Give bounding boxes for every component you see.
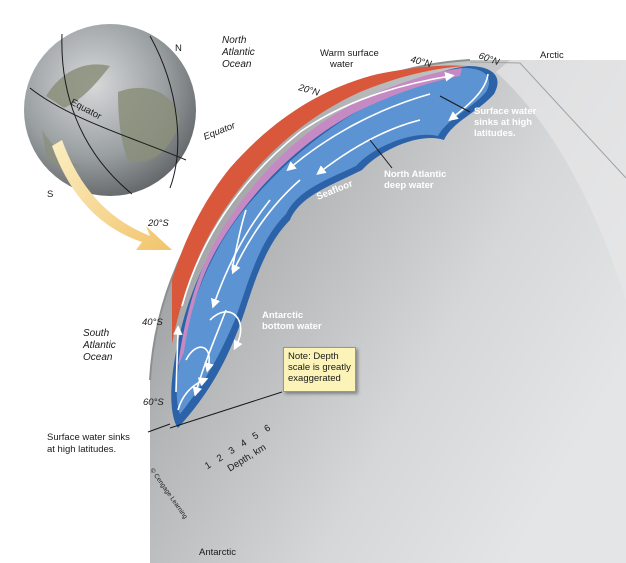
- flow-arrows: [173, 72, 489, 411]
- sao-line2: Atlantic: [82, 340, 116, 351]
- sao-line1: South: [83, 328, 110, 339]
- north-atlantic-ocean-label: North Atlantic Ocean: [221, 35, 258, 70]
- north-atlantic-deep-label: North Atlantic deep water: [384, 169, 449, 191]
- depth-tick-5: 5: [250, 430, 260, 442]
- warm-surface-label: Warm surface water: [320, 48, 381, 70]
- south-label: S: [47, 189, 53, 200]
- wsw-line1: Warm surface: [320, 48, 379, 59]
- south-atlantic-ocean-label: South Atlantic Ocean: [82, 328, 119, 363]
- ssh-line1: Surface water: [474, 106, 537, 117]
- depth-tick-2: 2: [215, 452, 225, 464]
- nao-line1: North: [222, 35, 247, 46]
- antarctic-bottom-label: Antarctic bottom water: [262, 310, 322, 332]
- ssl-line2: at high latitudes.: [47, 444, 116, 455]
- surface-sinks-left-label: Surface water sinks at high latitudes.: [47, 432, 133, 455]
- depth-tick-4: 4: [239, 438, 249, 450]
- lat-40s-label: 40°S: [142, 317, 163, 328]
- abw-line2: bottom water: [262, 321, 322, 332]
- intermediate-water: [178, 68, 462, 366]
- zoom-arrow: [52, 140, 172, 250]
- nad-line1: North Atlantic: [384, 169, 446, 180]
- arctic-label: Arctic: [540, 50, 564, 61]
- wsw-line2: water: [329, 59, 353, 70]
- nao-line3: Ocean: [222, 59, 252, 70]
- pointer-lines: [147, 95, 471, 433]
- ssl-line1: Surface water sinks: [47, 432, 130, 443]
- nao-line2: Atlantic: [221, 47, 255, 58]
- depth-tick-6: 6: [262, 423, 272, 435]
- lat-20n-label: 20°N: [296, 82, 321, 99]
- earth-globe: [24, 24, 196, 196]
- depth-tick-1: 1: [203, 460, 213, 472]
- depth-scale: [169, 391, 283, 429]
- lat-20s-label: 20°S: [147, 218, 169, 229]
- north-label: N: [175, 43, 182, 54]
- lat-40n-label: 40°N: [409, 54, 432, 70]
- nad-line2: deep water: [384, 180, 434, 191]
- note-box: Note: Depth scale is greatly exaggerated: [283, 347, 356, 392]
- abw-line1: Antarctic: [262, 310, 303, 321]
- sao-line3: Ocean: [83, 352, 113, 363]
- ssh-line3: latitudes.: [474, 128, 516, 139]
- lat-60s-label: 60°S: [143, 397, 164, 408]
- depth-tick-3: 3: [227, 445, 237, 457]
- equator-label: Equator: [202, 120, 238, 143]
- antarctic-label: Antarctic: [199, 547, 236, 558]
- ssh-line2: sinks at high: [474, 117, 532, 128]
- surface-sinks-high-label: Surface water sinks at high latitudes.: [474, 106, 539, 139]
